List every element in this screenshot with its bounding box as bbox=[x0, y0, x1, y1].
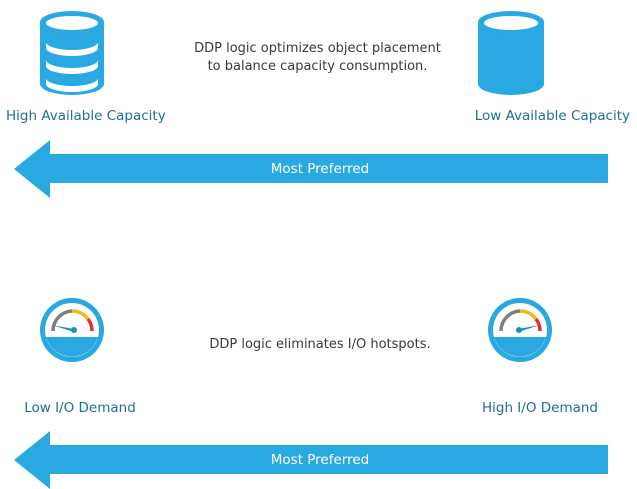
high-io-label: High I/O Demand bbox=[481, 400, 598, 416]
capacity-description: DDP logic optimizes object placement to … bbox=[194, 41, 441, 74]
io-description: DDP logic eliminates I/O hotspots. bbox=[209, 337, 431, 352]
most-preferred-arrow-io bbox=[14, 431, 608, 489]
database-icon-low-capacity bbox=[474, 8, 548, 100]
high-capacity-label: High Available Capacity bbox=[6, 108, 166, 124]
gauge-icon-low-demand bbox=[38, 287, 106, 373]
database-icon-high-capacity bbox=[36, 8, 108, 100]
capacity-arrow-label: Most Preferred bbox=[270, 161, 370, 177]
io-arrow-label: Most Preferred bbox=[270, 452, 370, 468]
low-io-label: Low I/O Demand bbox=[24, 400, 136, 416]
most-preferred-arrow-capacity bbox=[14, 140, 608, 198]
gauge-icon-high-demand bbox=[486, 287, 554, 373]
low-capacity-label: Low Available Capacity bbox=[474, 108, 630, 124]
